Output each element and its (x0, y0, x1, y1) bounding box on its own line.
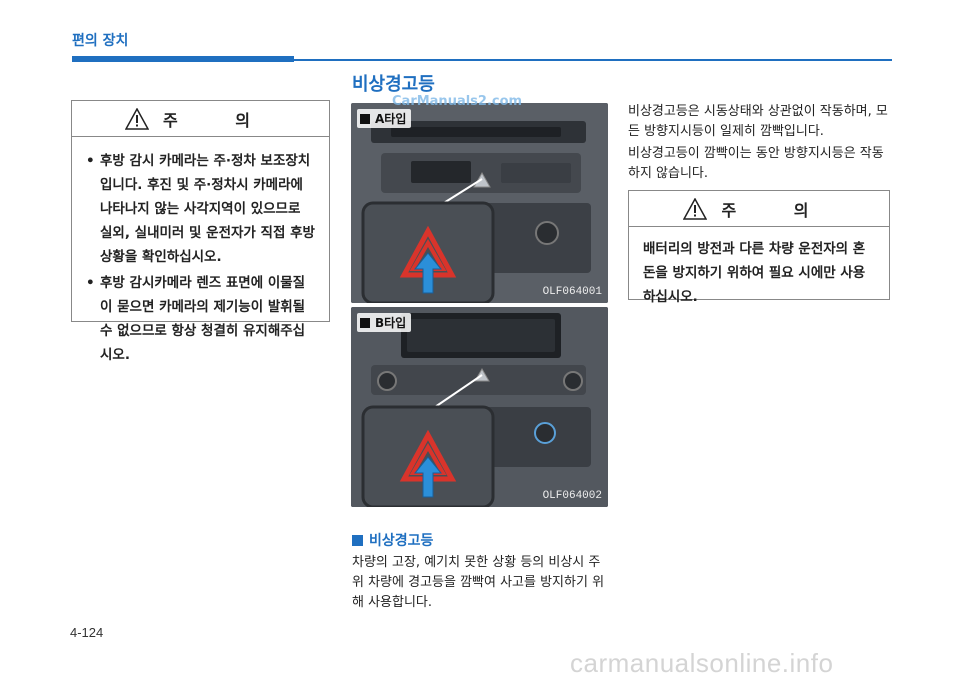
figure-type-label: A타입 (357, 109, 412, 128)
header-rule (294, 59, 892, 61)
subsection-heading: 비상경고등 (352, 530, 433, 550)
square-bullet-icon (360, 317, 370, 328)
caution-header: 주 의 (72, 101, 329, 137)
caution-body: 후방 감시 카메라는 주·정차 보조장치입니다. 후진 및 주·정차시 카메라에… (72, 137, 329, 379)
figure-type-text: B타입 (375, 316, 407, 330)
figure-code: OLF064001 (542, 286, 602, 298)
figure-type-text: A타입 (375, 112, 407, 126)
header-bar (72, 56, 294, 62)
paragraph: 비상경고등은 시동상태와 상관없이 작동하며, 모든 방향지시등이 일제히 깜빡… (628, 104, 888, 139)
figure-code: OLF064002 (542, 490, 602, 502)
header-title: 편의 장치 (72, 33, 129, 49)
caution-body: 배터리의 방전과 다른 차량 운전자의 혼돈을 방지하기 위하여 필요 시에만 … (643, 241, 866, 305)
dashboard-illustration-a (351, 103, 608, 303)
subsection-title: 비상경고등 (369, 533, 434, 549)
paragraph: 비상경고등이 깜빡이는 동안 방향지시등은 작동하지 않습니다. (628, 146, 884, 181)
page-number: 4-124 (70, 625, 104, 640)
section-title: 비상경고등 (352, 74, 435, 95)
warning-triangle-icon (124, 107, 149, 130)
caution-box-battery: 주 의 배터리의 방전과 다른 차량 운전자의 혼돈을 방지하기 위하여 필요 … (628, 190, 890, 305)
subsection-text: 차량의 고장, 예기치 못한 상황 등의 비상시 주위 차량에 경고등을 깜빡여… (352, 555, 605, 610)
figure-hazard-b-type: B타입 OLF064002 (351, 307, 608, 507)
warning-triangle-icon (683, 197, 708, 220)
caution-box-camera: 주 의 후방 감시 카메라는 주·정차 보조장치입니다. 후진 및 주·정차시 … (71, 100, 330, 363)
square-bullet-icon (352, 534, 363, 546)
dashboard-illustration-b (351, 307, 608, 507)
caution-item: 후방 감시 카메라는 주·정차 보조장치입니다. 후진 및 주·정차시 카메라에… (86, 149, 315, 269)
caution-item: 후방 감시카메라 렌즈 표면에 이물질이 묻으면 카메라의 제기능이 발휘될 수… (86, 271, 315, 367)
square-bullet-icon (360, 113, 370, 124)
right-column-text: 비상경고등은 시동상태와 상관없이 작동하며, 모든 방향지시등이 일제히 깜빡… (628, 102, 894, 186)
watermark-text: CarManuals2.com (392, 94, 523, 109)
figure-type-label: B타입 (357, 313, 412, 332)
caution-label: 주 의 (162, 110, 276, 130)
caution-label: 주 의 (721, 200, 835, 220)
figure-hazard-a-type: A타입 OLF064001 (351, 103, 608, 303)
footer-watermark: carmanualsonline.info (570, 648, 834, 678)
caution-header: 주 의 (629, 191, 889, 227)
